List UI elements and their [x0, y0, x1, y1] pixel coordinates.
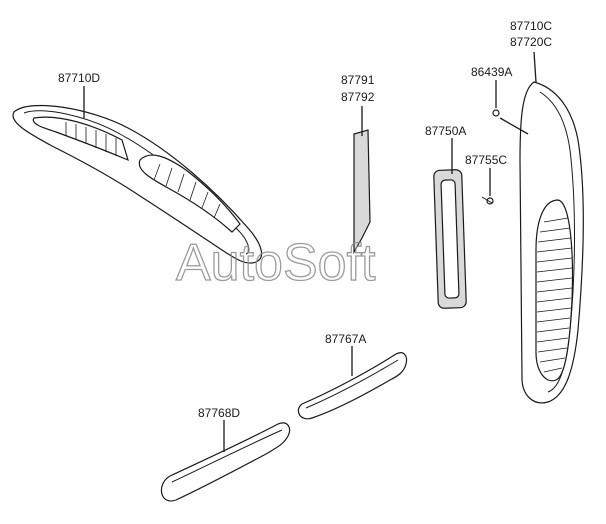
label-87792: 87792	[341, 90, 375, 104]
part-87710d-grille[interactable]	[12, 86, 263, 264]
part-87750a-bracket[interactable]	[433, 138, 467, 309]
part-87767a-strip[interactable]	[297, 346, 408, 420]
label-87791: 87791	[341, 73, 375, 87]
label-87720c: 87720C	[510, 35, 552, 49]
label-87768d: 87768D	[198, 406, 240, 420]
label-87750a: 87750A	[425, 124, 466, 138]
part-87768d-strip[interactable]	[160, 420, 291, 502]
label-87767a: 87767A	[325, 332, 366, 346]
part-86439a-clip[interactable]	[492, 80, 500, 117]
label-87710d: 87710D	[58, 71, 100, 85]
label-87755c: 87755C	[465, 153, 507, 167]
part-87755c-screw[interactable]	[481, 168, 494, 205]
watermark-text: AutoSoft	[176, 234, 376, 292]
label-86439a: 86439A	[471, 65, 512, 79]
grille-right-slats	[153, 163, 221, 219]
part-87710c-side-panel[interactable]	[499, 51, 584, 404]
part-87791-strip[interactable]	[353, 106, 371, 255]
side-panel-louvers	[536, 217, 573, 373]
label-87710c: 87710C	[510, 19, 552, 33]
grille-left-slats	[65, 122, 117, 156]
